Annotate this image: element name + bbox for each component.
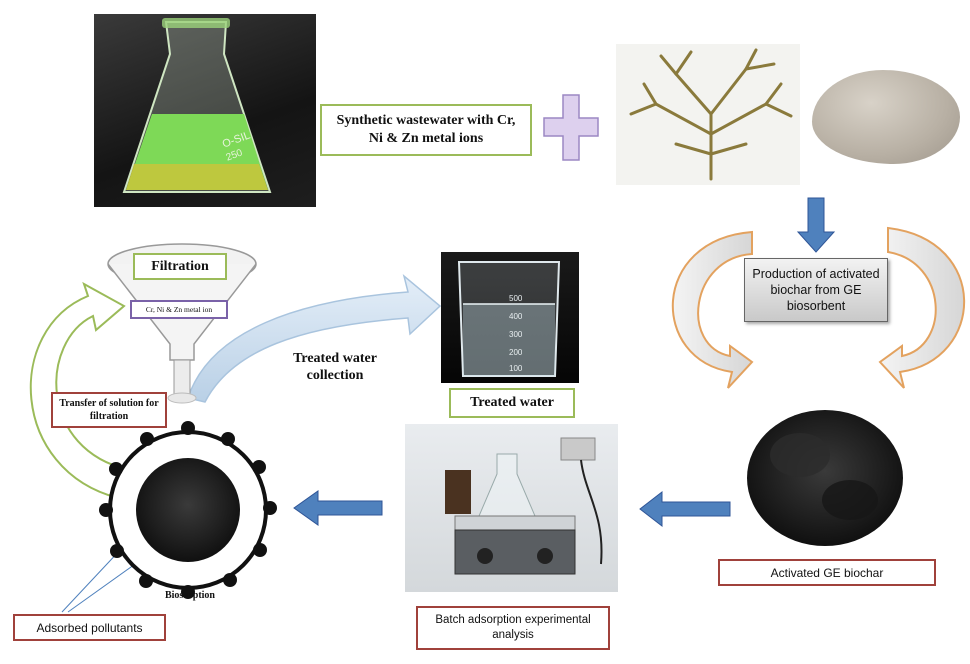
filtration-box: Filtration: [133, 253, 227, 280]
pointer-line-2: [67, 561, 139, 613]
flask-photo: O-SIL 250: [94, 14, 316, 207]
adsorbed-pollutants-label: Adsorbed pollutants: [36, 620, 143, 635]
seaweed-photo: [616, 44, 800, 185]
batch-setup-photo: [405, 424, 618, 592]
treated-water-label: Treated water: [470, 395, 554, 410]
pointer-line-1: [61, 547, 123, 613]
powder-photo: [806, 62, 964, 170]
adsorbed-pollutants-box: Adsorbed pollutants: [13, 614, 166, 641]
left-arrow-2: [293, 490, 383, 526]
funnel-tag-box: Cr, Ni & Zn metal ion: [130, 300, 228, 319]
batch-adsorption-label: Batch adsorption experimental analysis: [435, 614, 591, 641]
treated-water-box: Treated water: [449, 388, 575, 418]
activated-biochar-pile: [747, 410, 903, 546]
green-loop-arrow: [29, 281, 132, 500]
beaker-mark-500: 500: [509, 294, 523, 303]
plus-sign: [543, 94, 599, 161]
filtration-label: Filtration: [151, 258, 209, 274]
batch-adsorption-box: Batch adsorption experimental analysis: [416, 606, 610, 650]
beaker-mark-100: 100: [509, 364, 523, 373]
treated-water-photo: 500 400 300 200 100: [441, 252, 579, 383]
beaker-mark-300: 300: [509, 330, 523, 339]
transfer-box: Transfer of solution for filtration: [51, 392, 167, 428]
activated-biochar-label: Activated GE biochar: [770, 565, 884, 580]
beaker-mark-400: 400: [509, 312, 523, 321]
down-arrow: [796, 197, 836, 253]
beaker-mark-200: 200: [509, 348, 523, 357]
synthetic-wastewater-label: Synthetic wastewater with Cr, Ni & Zn me…: [336, 113, 516, 146]
synthetic-wastewater-box: Synthetic wastewater with Cr, Ni & Zn me…: [320, 104, 532, 156]
orange-curve-arrow-right: [878, 226, 966, 389]
transfer-label: Transfer of solution for filtration: [59, 398, 159, 422]
biosorption-circle: [99, 421, 277, 599]
left-arrow-1: [639, 490, 731, 528]
funnel-tag-label: Cr, Ni & Zn metal ion: [145, 305, 213, 314]
production-box: Production of activated biochar from GE …: [744, 258, 888, 322]
activated-biochar-box: Activated GE biochar: [718, 559, 936, 586]
biosorption-label: Biosorption: [164, 590, 215, 601]
light-blue-curve-arrow: [187, 273, 442, 403]
orange-curve-arrow-left: [672, 230, 754, 389]
production-label: Production of activated biochar from GE …: [752, 267, 880, 313]
treated-water-collection-label: Treated water collection: [293, 351, 377, 383]
